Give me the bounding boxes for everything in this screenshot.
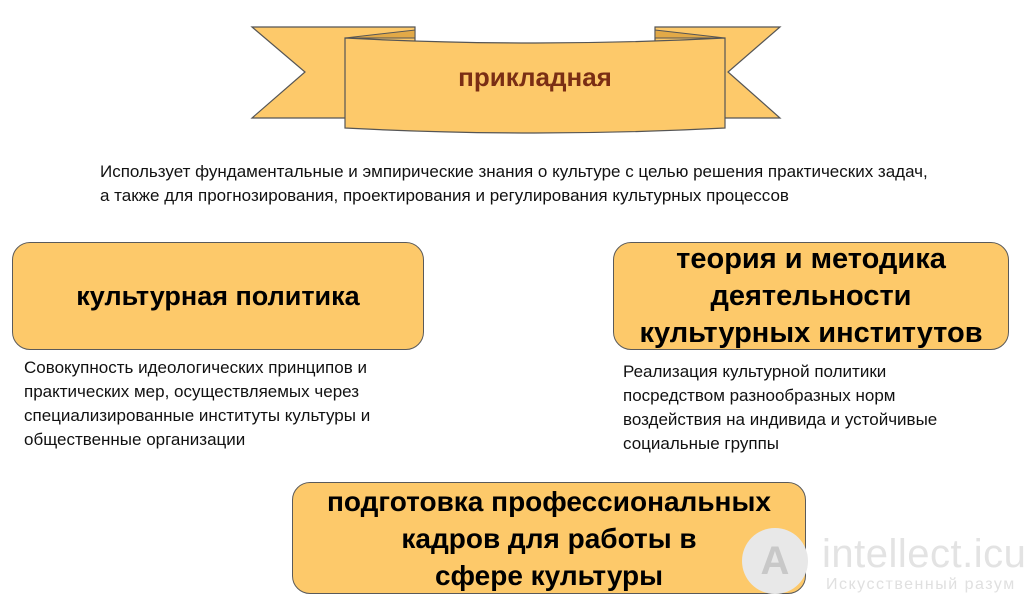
description-line: воздействия на индивида и устойчивые [623,410,938,429]
cultural-institutions-title-line: теория и методика [676,242,946,275]
professional-training-title-line: сфере культуры [434,559,664,591]
description-line: Реализация культурной политики [623,362,887,381]
cultural-policy-box: культурная политика [12,242,424,350]
ribbon-right-fold [654,29,726,39]
description-line: посредством разнообразных норм [623,386,896,405]
description-line: социальные группы [623,434,779,453]
cultural-institutions-description: Реализация культурной политики посредств… [623,360,1013,456]
ribbon-banner [250,26,782,134]
professional-training-title-line: подготовка профессиональных [327,485,771,517]
description-line: практических мер, осуществляемых через [24,382,360,401]
ribbon-main [344,37,726,134]
watermark: A intellect.icu Искусственный разум [742,528,1027,600]
professional-training-box: подготовка профессиональных кадров для р… [292,482,806,594]
cultural-policy-description: Совокупность идеологических принципов и … [24,356,414,452]
description-line: общественные организации [24,430,246,449]
top-description-line: Использует фундаментальные и эмпирически… [100,162,928,181]
description-line: специализированные институты культуры и [24,406,371,425]
watermark-site: intellect.icu [822,532,1027,576]
ribbon-title: прикладная [458,62,612,92]
cultural-institutions-title-line: деятельности [710,279,912,312]
watermark-logo-icon: A [742,528,808,594]
watermark-tagline: Искусственный разум [826,576,1016,593]
cultural-policy-title: культурная политика [76,280,360,311]
cultural-institutions-title-line: культурных институтов [639,316,983,349]
top-description: Использует фундаментальные и эмпирически… [100,160,928,208]
ribbon-left-fold [344,29,416,39]
cultural-institutions-box: теория и методика деятельности культурны… [613,242,1009,350]
description-line: Совокупность идеологических принципов и [24,358,367,377]
professional-training-title-line: кадров для работы в [401,522,697,554]
top-description-line: а также для прогнозирования, проектирова… [100,186,789,205]
